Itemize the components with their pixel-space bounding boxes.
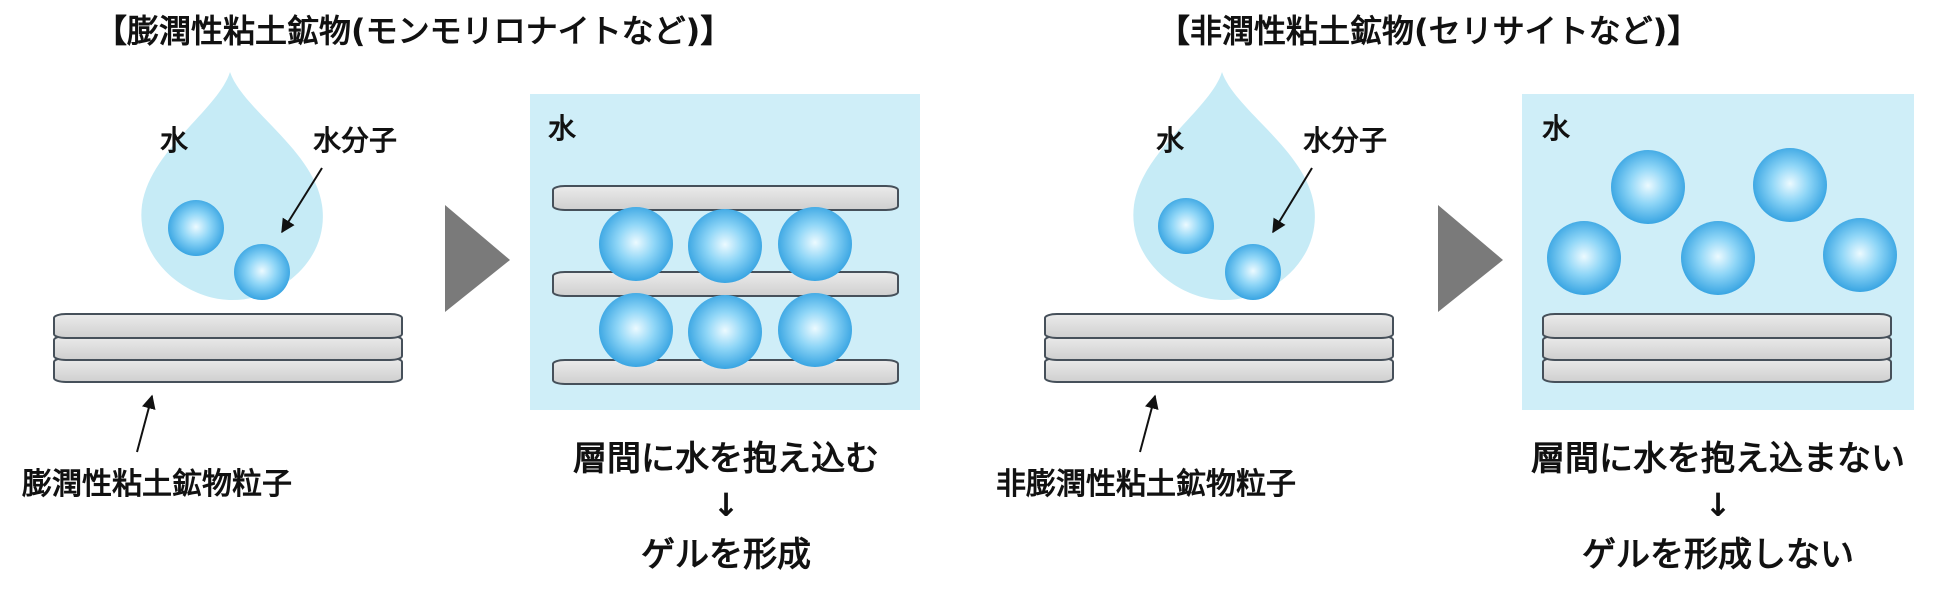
left-caption-arrow: ↓	[713, 486, 740, 524]
left-caption-line1: 層間に水を抱え込む	[573, 439, 879, 479]
right-free-molecules	[1547, 148, 1897, 295]
free-molecule	[1547, 221, 1621, 295]
left-title: 【膨潤性粘土鉱物(モンモリロナイトなど)】	[95, 12, 732, 50]
left-particle-label: 膨潤性粘土鉱物粒子	[22, 467, 292, 502]
right-unswollen-stack	[1542, 313, 1892, 383]
water-drop-left	[141, 72, 323, 300]
left-intercalated-molecules	[599, 207, 852, 369]
left-drop-molecule-1	[168, 200, 224, 256]
left-particle-stack	[53, 313, 403, 383]
left-caption-line2: ゲルを形成	[641, 535, 811, 575]
right-box-label: 水	[1542, 112, 1571, 145]
intercalated-molecule	[688, 295, 762, 369]
left-molecule-label: 水分子	[313, 124, 397, 157]
right-drop-molecule-1	[1158, 198, 1214, 254]
right-drop-label: 水	[1156, 124, 1185, 157]
free-molecule	[1611, 150, 1685, 224]
right-particle-label: 非膨潤性粘土鉱物粒子	[996, 467, 1296, 502]
water-drop-right	[1133, 72, 1315, 300]
right-caption-line2: ゲルを形成しない	[1582, 535, 1854, 575]
right-drop-molecule-2	[1225, 244, 1281, 300]
intercalated-molecule	[688, 209, 762, 283]
left-box-label: 水	[548, 112, 577, 145]
intercalated-molecule	[778, 293, 852, 367]
left-molecule-pointer	[281, 167, 323, 234]
free-molecule	[1823, 218, 1897, 292]
intercalated-molecule	[599, 293, 673, 367]
left-particle-pointer	[136, 394, 156, 453]
right-particle-pointer	[1139, 394, 1159, 453]
left-drop-label: 水	[160, 124, 189, 157]
right-molecule-pointer	[1272, 167, 1313, 234]
left-process-arrow	[445, 205, 510, 312]
intercalated-molecule	[599, 207, 673, 281]
free-molecule	[1681, 221, 1755, 295]
intercalated-molecule	[778, 207, 852, 281]
right-caption-arrow: ↓	[1705, 486, 1732, 524]
free-molecule	[1753, 148, 1827, 222]
right-title: 【非潤性粘土鉱物(セリサイトなど)】	[1158, 12, 1699, 50]
right-panel: 【非潤性粘土鉱物(セリサイトなど)】 水 水分子 非膨潤性粘土鉱物粒子 水	[996, 12, 1914, 575]
right-particle-stack	[1044, 313, 1394, 383]
right-molecule-label: 水分子	[1303, 124, 1387, 157]
left-panel: 【膨潤性粘土鉱物(モンモリロナイトなど)】 水 水分子 膨潤性粘土鉱物粒子 水	[22, 12, 920, 575]
left-drop-molecule-2	[234, 244, 290, 300]
right-caption-line1: 層間に水を抱え込まない	[1531, 439, 1905, 479]
right-process-arrow	[1438, 205, 1503, 312]
